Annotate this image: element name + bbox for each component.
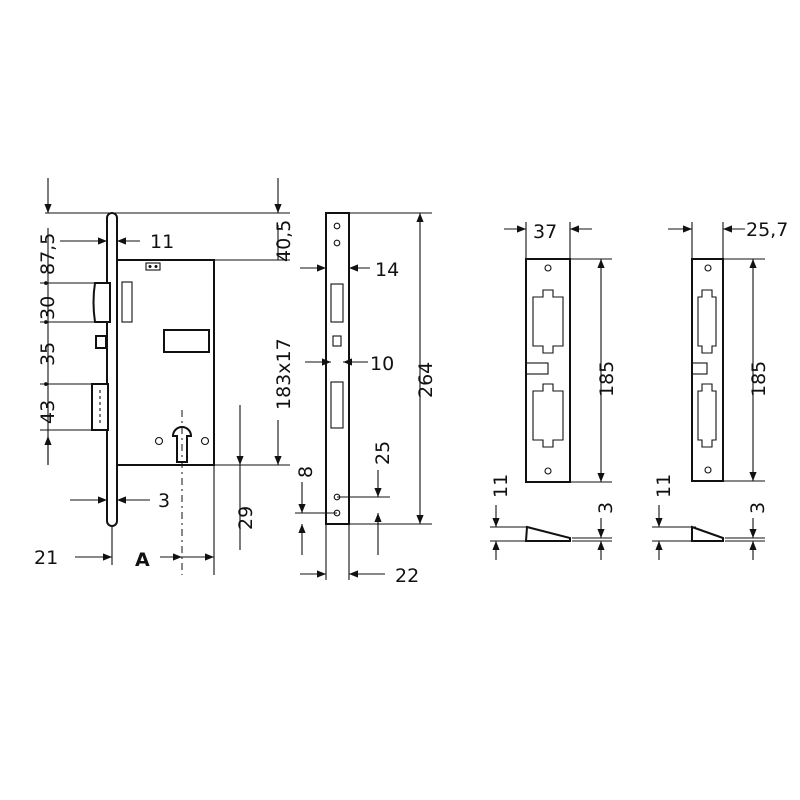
dim-11: 11 (150, 231, 174, 253)
dim-183x17: 183x17 (273, 338, 295, 410)
lock-case (116, 259, 215, 466)
forend-aux-opening (332, 335, 342, 347)
case-window (163, 329, 210, 353)
strike-plate-wide (524, 258, 571, 542)
strike-2-lower-opening (697, 383, 717, 448)
case-screw (145, 262, 161, 271)
dim-3-face: 3 (158, 490, 170, 512)
dim-25: 25 (372, 441, 394, 465)
dim-21: 21 (34, 547, 58, 569)
dim-43: 43 (37, 400, 59, 424)
strike-plate-1-profile (524, 525, 571, 542)
dim-3-a: 3 (595, 502, 617, 514)
latch-bolt (92, 282, 111, 323)
dim-185-b: 185 (748, 361, 770, 397)
strike-1-lower-opening (532, 383, 564, 448)
mortise-lock-front-view (91, 212, 215, 575)
dim-29: 29 (235, 506, 257, 530)
dim-label-A: A (135, 549, 150, 571)
dim-22: 22 (395, 565, 419, 587)
dim-8: 8 (295, 466, 317, 478)
forend-face-view (325, 212, 350, 525)
dim-25-7: 25,7 (746, 219, 788, 241)
dot-1: • (42, 277, 50, 292)
strike-2-notch (691, 362, 708, 375)
latch-slot (121, 281, 133, 323)
forend-strip (325, 212, 350, 525)
dim-185-a: 185 (596, 361, 618, 397)
dim-11-a: 11 (490, 474, 512, 498)
forend-dimensions: 264 14 10 25 8 22 (295, 212, 437, 587)
dim-11-b: 11 (653, 474, 675, 498)
dim-3-b: 3 (747, 502, 769, 514)
strike-plate-2-dimensions: 25,7 185 11 3 (652, 219, 788, 560)
dot-2: • (42, 316, 50, 331)
auxiliary-bolt (95, 335, 107, 349)
dot-3: • (42, 378, 50, 393)
strike-plate-1-dimensions: 37 185 11 3 (490, 221, 618, 560)
dim-14: 14 (375, 259, 399, 281)
lock-forend-plate (106, 212, 118, 527)
forend-deadbolt-opening (330, 381, 344, 429)
strike-plate-2-profile (691, 525, 724, 542)
fixing-hole-right (200, 436, 210, 446)
strike-plate-narrow (691, 258, 724, 542)
forend-latch-opening (330, 283, 344, 323)
strike-1-upper-opening (532, 289, 564, 354)
dim-10: 10 (370, 353, 394, 375)
strike-2-upper-opening (697, 289, 717, 354)
dim-264: 264 (415, 362, 437, 398)
dim-40-5: 40,5 (273, 220, 295, 262)
dim-30: 30 (37, 296, 59, 320)
strike-1-notch (525, 362, 549, 375)
dim-37: 37 (533, 221, 557, 243)
dim-35: 35 (37, 342, 59, 366)
fixing-hole-left (154, 436, 164, 446)
lock-dimensions: 87,5 30 35 43 • • • 11 40,5 183x17 29 3 (34, 178, 295, 575)
